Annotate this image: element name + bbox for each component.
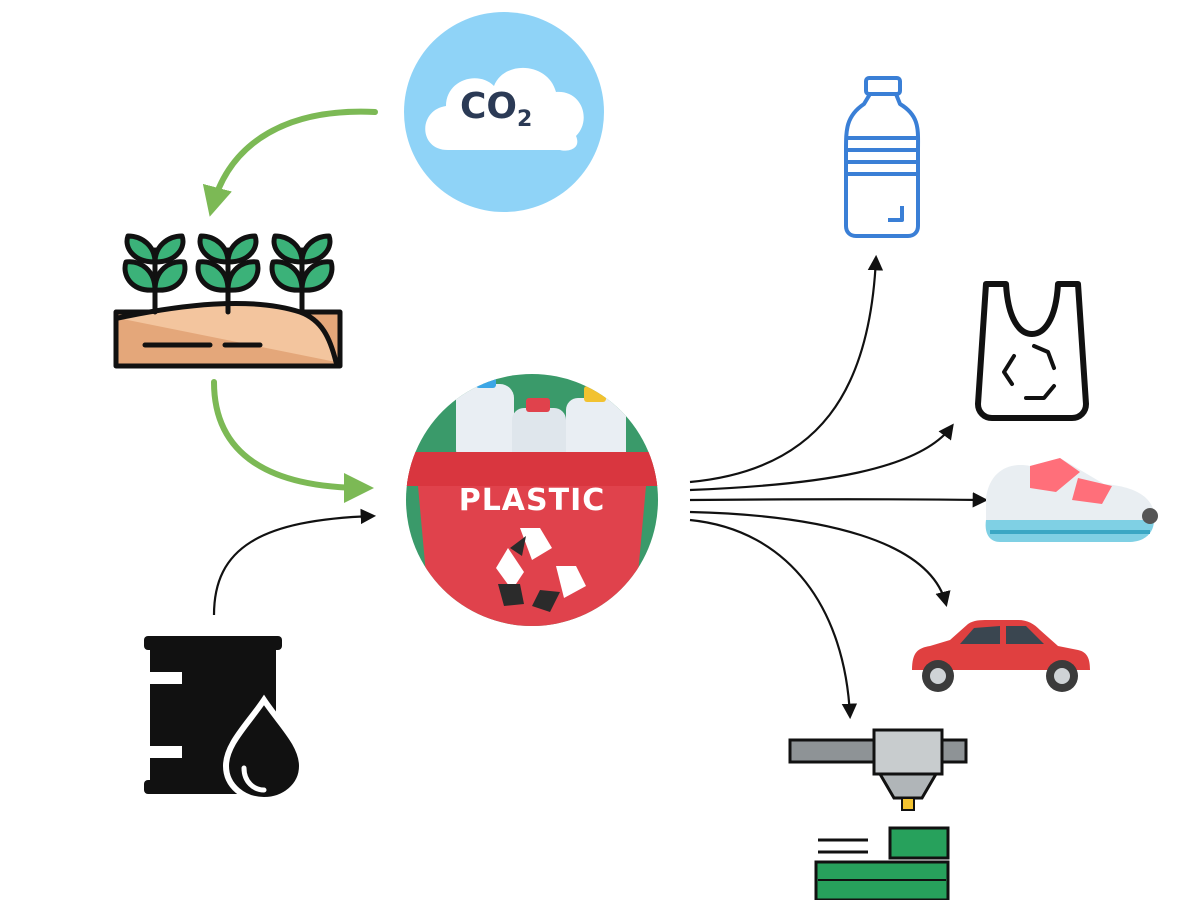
plastic-label: PLASTIC bbox=[459, 483, 606, 518]
co2-cloud-icon bbox=[425, 67, 584, 151]
recycle-symbol-icon bbox=[496, 528, 586, 612]
arrow-plants-to-plastic bbox=[211, 379, 374, 503]
arrow-plastic-to-printer bbox=[689, 518, 858, 720]
arrow-plastic-to-shoe bbox=[689, 492, 989, 508]
arrow-co2-to-plants bbox=[202, 108, 378, 217]
co2-label: CO bbox=[460, 86, 517, 127]
seedling-crop-icon bbox=[113, 233, 343, 369]
3d-printer-icon bbox=[788, 728, 968, 900]
co2-subscript: 2 bbox=[517, 107, 532, 132]
arrow-plastic-to-bottle bbox=[689, 254, 884, 484]
co2-node: CO2 bbox=[404, 12, 604, 212]
sneaker-icon bbox=[985, 458, 1158, 542]
oil-barrel-icon bbox=[142, 636, 306, 804]
svg-text:CO2: CO2 bbox=[460, 86, 532, 132]
plastic-recycling-bin-icon: PLASTIC bbox=[406, 374, 658, 626]
arrows bbox=[202, 108, 989, 720]
plastic-bottle-icon bbox=[844, 76, 921, 238]
arrow-plastic-to-bag bbox=[689, 423, 954, 492]
car-icon bbox=[912, 620, 1090, 692]
recyclable-bag-icon bbox=[975, 281, 1089, 421]
arrow-plastic-to-car bbox=[689, 510, 951, 607]
arrow-oil-to-plastic bbox=[212, 508, 377, 616]
